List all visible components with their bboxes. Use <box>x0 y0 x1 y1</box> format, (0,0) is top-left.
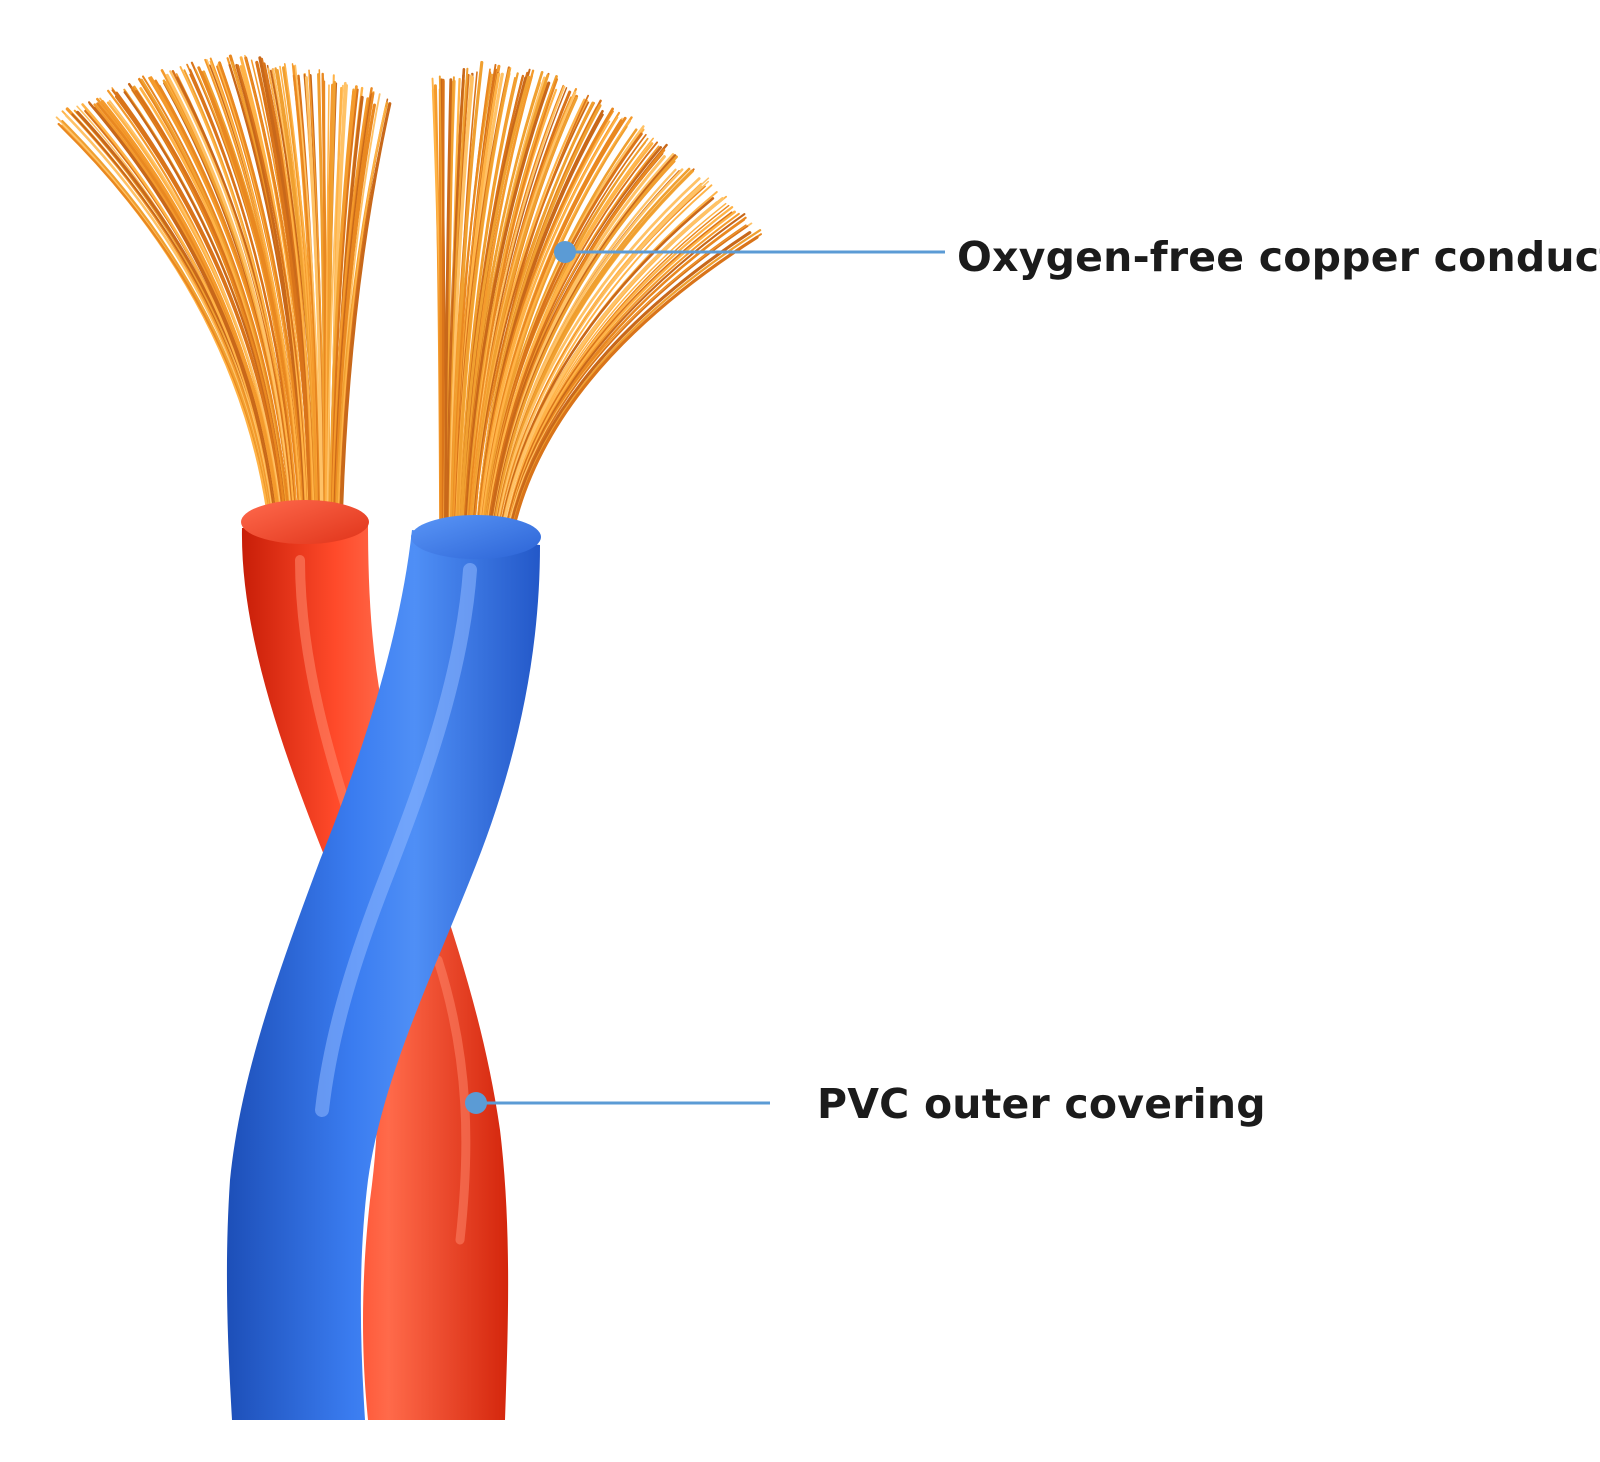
copper-strand <box>485 142 654 534</box>
blue-wire-cut-end <box>411 515 541 559</box>
copper-strands-right <box>431 60 762 534</box>
copper-strand <box>292 74 322 517</box>
copper-strand <box>141 75 290 517</box>
copper-strands-left <box>55 54 392 517</box>
blue-wire <box>226 515 541 1420</box>
copper-strand <box>304 76 324 517</box>
copper-strand <box>495 177 701 534</box>
copper-strand <box>337 106 387 516</box>
copper-strand <box>209 60 303 516</box>
copper-strand <box>165 73 294 517</box>
copper-strand <box>339 102 392 517</box>
copper-strand <box>470 96 578 534</box>
copper-strand <box>100 100 280 517</box>
copper-strand <box>459 75 531 534</box>
callout-covering <box>465 1092 770 1114</box>
copper-strand <box>108 99 283 516</box>
copper-strand <box>267 67 315 516</box>
copper-strand <box>471 101 590 533</box>
dot-icon <box>465 1092 487 1114</box>
copper-strand <box>179 66 296 516</box>
copper-strand <box>487 141 659 533</box>
copper-strand <box>508 231 752 534</box>
copper-strand <box>255 60 313 517</box>
copper-strand <box>331 97 370 517</box>
copper-strand <box>455 68 511 534</box>
blue-wire-body <box>226 530 540 1420</box>
copper-strand <box>93 106 278 517</box>
red-wire-highlight-lower <box>433 955 471 1245</box>
conductor-label: Oxygen-free copper conductor <box>957 233 1600 281</box>
red-wire-cut-end <box>241 500 369 544</box>
copper-strand <box>510 235 759 534</box>
copper-strand <box>480 119 631 534</box>
callout-conductor <box>554 241 945 263</box>
copper-strand <box>492 155 678 534</box>
copper-strand <box>443 78 453 534</box>
covering-label: PVC outer covering <box>817 1080 1266 1128</box>
copper-strand <box>325 84 330 516</box>
dot-icon <box>554 241 576 263</box>
copper-strand <box>197 66 302 517</box>
copper-strand <box>500 197 725 534</box>
copper-strand <box>467 84 564 533</box>
copper-strand <box>235 63 307 517</box>
copper-strand <box>115 95 286 517</box>
copper-strand <box>61 119 272 517</box>
copper-strand <box>334 103 377 517</box>
blue-wire-highlight <box>315 563 477 1117</box>
copper-strand <box>464 81 551 534</box>
copper-strand <box>461 81 541 534</box>
copper-strand <box>188 68 298 517</box>
copper-strand <box>478 116 619 534</box>
